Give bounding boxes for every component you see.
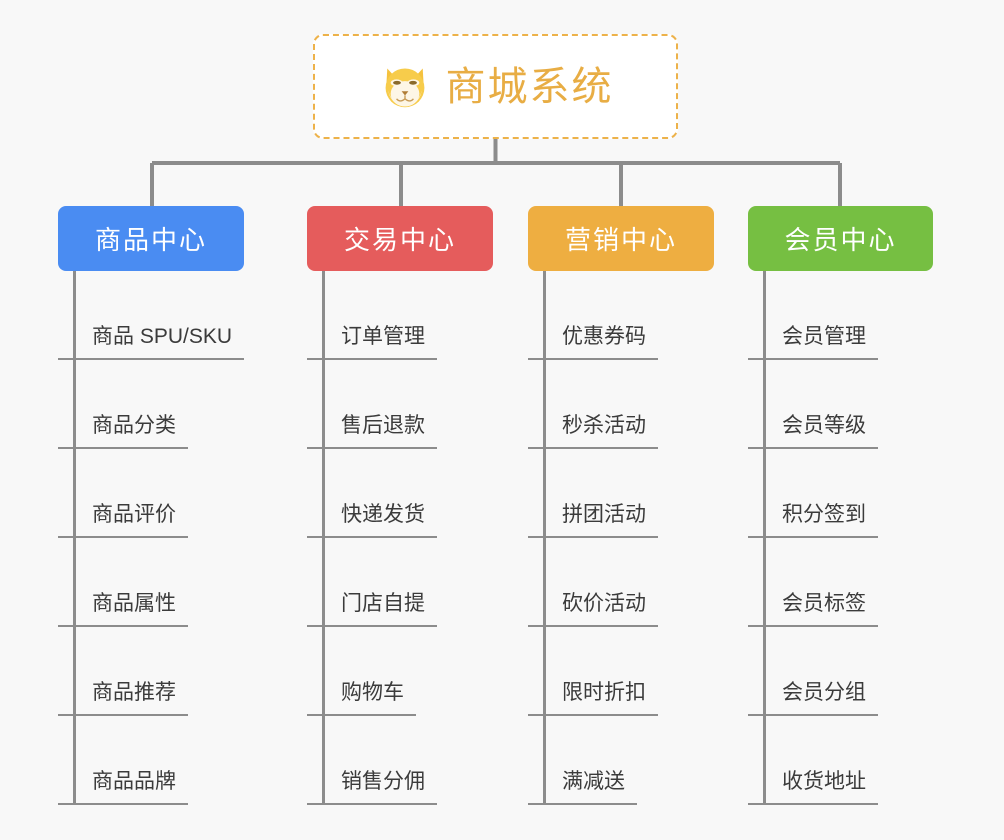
branch-body-2: 优惠券码 秒杀活动 拼团活动 砍价活动 限时折扣 满减送 — [528, 271, 714, 805]
leaf-label: 会员标签 — [748, 593, 878, 627]
branch-column-3: 会员中心 会员管理 会员等级 积分签到 会员标签 会员分组 收货地址 — [748, 206, 933, 805]
leaf-item[interactable]: 销售分佣 — [307, 716, 493, 805]
leaf-item[interactable]: 快递发货 — [307, 449, 493, 538]
branch-body-3: 会员管理 会员等级 积分签到 会员标签 会员分组 收货地址 — [748, 271, 933, 805]
leaf-label: 满减送 — [528, 771, 637, 805]
leaf-item[interactable]: 满减送 — [528, 716, 714, 805]
leaf-label: 快递发货 — [307, 504, 437, 538]
leaf-label: 商品评价 — [58, 504, 188, 538]
leaf-item[interactable]: 限时折扣 — [528, 627, 714, 716]
leaf-item[interactable]: 商品品牌 — [58, 716, 244, 805]
leaf-label: 商品 SPU/SKU — [58, 326, 245, 360]
leaf-label: 门店自提 — [307, 593, 437, 627]
leaf-item[interactable]: 门店自提 — [307, 538, 493, 627]
branch-body-1: 订单管理 售后退款 快递发货 门店自提 购物车 销售分佣 — [307, 271, 493, 805]
leaf-item[interactable]: 商品 SPU/SKU — [58, 271, 245, 360]
branch-column-0: 商品中心 商品 SPU/SKU 商品分类 商品评价 商品属性 商品推荐 商品品牌 — [58, 206, 245, 805]
leaf-item[interactable]: 秒杀活动 — [528, 360, 714, 449]
leaf-label: 商品属性 — [58, 593, 188, 627]
leaf-label: 拼团活动 — [528, 504, 658, 538]
leaf-item[interactable]: 收货地址 — [748, 716, 933, 805]
branch-head-1[interactable]: 交易中心 — [307, 206, 493, 271]
leaf-label: 会员等级 — [748, 415, 878, 449]
leaf-item[interactable]: 优惠券码 — [528, 271, 714, 360]
leaf-item[interactable]: 商品推荐 — [58, 627, 244, 716]
leaf-item[interactable]: 售后退款 — [307, 360, 493, 449]
leaf-label: 收货地址 — [748, 771, 878, 805]
leaf-item[interactable]: 商品分类 — [58, 360, 244, 449]
shiba-dog-icon — [385, 67, 424, 107]
leaf-item[interactable]: 拼团活动 — [528, 449, 714, 538]
leaf-item[interactable]: 订单管理 — [307, 271, 493, 360]
leaf-label: 砍价活动 — [528, 593, 658, 627]
leaf-label: 售后退款 — [307, 415, 437, 449]
branch-trunk-0 — [73, 271, 76, 805]
leaf-label: 购物车 — [307, 682, 416, 716]
root-title: 商城系统 — [445, 64, 614, 109]
leaf-item[interactable]: 会员分组 — [748, 627, 933, 716]
root-node[interactable]: 商城系统 — [313, 34, 678, 139]
branch-column-1: 交易中心 订单管理 售后退款 快递发货 门店自提 购物车 销售分佣 — [307, 206, 493, 805]
leaf-item[interactable]: 会员管理 — [748, 271, 933, 360]
leaf-item[interactable]: 购物车 — [307, 627, 493, 716]
leaf-label: 会员管理 — [748, 326, 878, 360]
leaf-label: 秒杀活动 — [528, 415, 658, 449]
branch-body-0: 商品 SPU/SKU 商品分类 商品评价 商品属性 商品推荐 商品品牌 — [58, 271, 245, 805]
leaf-item[interactable]: 商品属性 — [58, 538, 244, 627]
branch-trunk-3 — [763, 271, 766, 805]
leaf-label: 优惠券码 — [528, 326, 658, 360]
leaf-label: 商品品牌 — [58, 771, 188, 805]
leaf-item[interactable]: 砍价活动 — [528, 538, 714, 627]
leaf-label: 商品分类 — [58, 415, 188, 449]
leaf-label: 积分签到 — [748, 504, 878, 538]
branch-trunk-1 — [322, 271, 325, 805]
branch-head-0[interactable]: 商品中心 — [58, 206, 244, 271]
branch-column-2: 营销中心 优惠券码 秒杀活动 拼团活动 砍价活动 限时折扣 满减送 — [528, 206, 714, 805]
leaf-item[interactable]: 会员标签 — [748, 538, 933, 627]
leaf-label: 限时折扣 — [528, 682, 658, 716]
leaf-label: 订单管理 — [307, 326, 437, 360]
leaf-item[interactable]: 会员等级 — [748, 360, 933, 449]
branch-trunk-2 — [543, 271, 546, 805]
leaf-item[interactable]: 积分签到 — [748, 449, 933, 538]
leaf-label: 商品推荐 — [58, 682, 188, 716]
branch-head-2[interactable]: 营销中心 — [528, 206, 714, 271]
leaf-label: 销售分佣 — [307, 771, 437, 805]
leaf-label: 会员分组 — [748, 682, 878, 716]
branch-head-3[interactable]: 会员中心 — [748, 206, 933, 271]
leaf-item[interactable]: 商品评价 — [58, 449, 244, 538]
